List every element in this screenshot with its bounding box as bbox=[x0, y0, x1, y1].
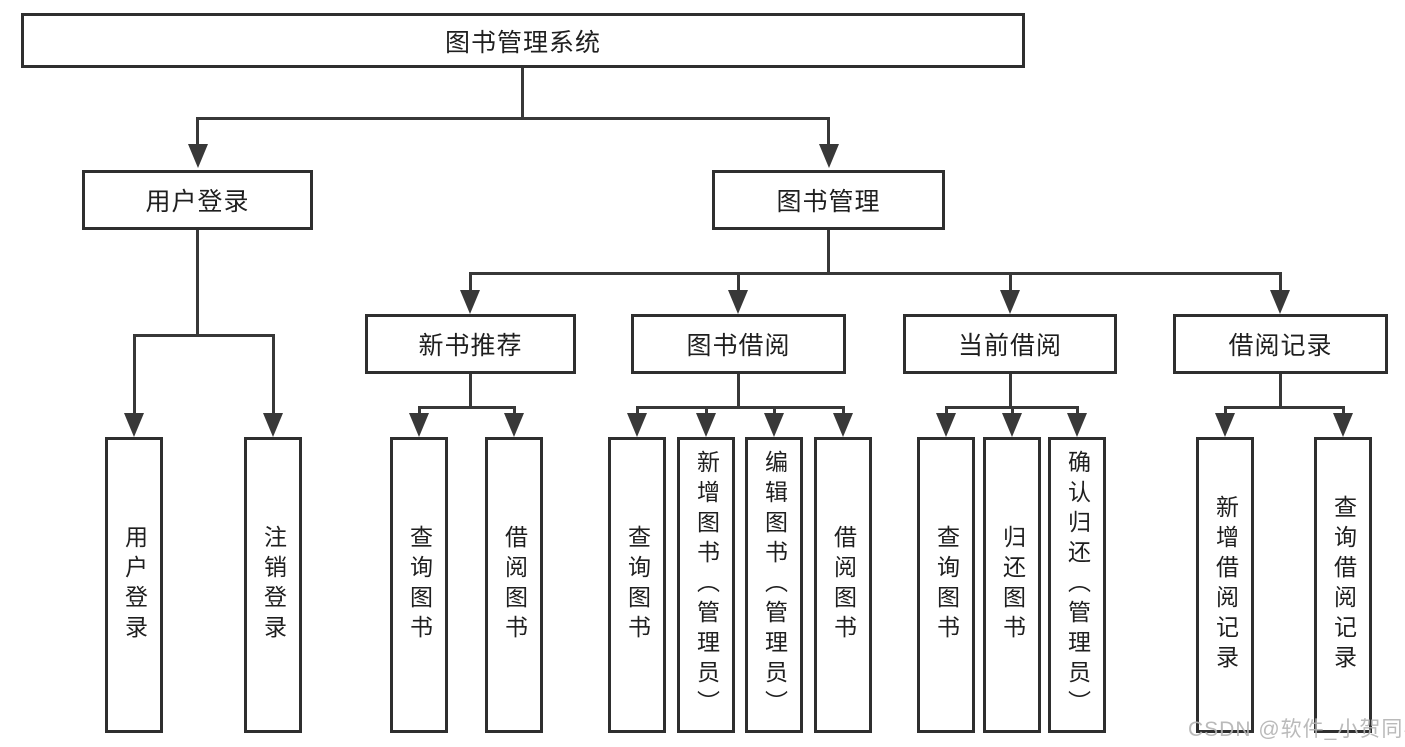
connector-drop-confirm-return bbox=[1076, 406, 1079, 416]
arrowhead-user-login bbox=[188, 144, 208, 168]
leaf-return-book: 归还图书 bbox=[983, 437, 1041, 733]
leaf-query-book-current: 查询图书 bbox=[917, 437, 975, 733]
arrowhead-borrow-book bbox=[833, 413, 853, 437]
connector-drop-leaf-logout bbox=[272, 334, 275, 415]
arrowhead-query-current bbox=[936, 413, 956, 437]
arrowhead-new-book-recommend bbox=[460, 290, 480, 314]
leaf-confirm-return-admin-label: 确认归还（管理员） bbox=[1064, 450, 1091, 720]
arrowhead-book-borrow bbox=[728, 290, 748, 314]
arrowhead-leaf-user-login bbox=[124, 413, 144, 437]
arrowhead-leaf-logout bbox=[263, 413, 283, 437]
connector-new-book-recommend-stem bbox=[469, 374, 472, 409]
connector-drop-add-book bbox=[705, 406, 708, 416]
node-new-book-recommend: 新书推荐 bbox=[365, 314, 576, 374]
connector-borrow-records-crossbar bbox=[1224, 406, 1344, 409]
node-current-borrow: 当前借阅 bbox=[903, 314, 1117, 374]
node-book-borrow: 图书借阅 bbox=[631, 314, 846, 374]
arrowhead-current-borrow bbox=[1000, 290, 1020, 314]
leaf-add-book-admin-label: 新增图书（管理员） bbox=[693, 450, 720, 720]
leaf-user-login: 用户登录 bbox=[105, 437, 163, 733]
leaf-query-book-recommend-label: 查询图书 bbox=[406, 525, 433, 645]
leaf-borrow-book: 借阅图书 bbox=[814, 437, 872, 733]
connector-drop-book-management bbox=[827, 117, 830, 146]
connector-book-management-stem bbox=[827, 230, 830, 274]
connector-drop-query-borrow bbox=[636, 406, 639, 416]
leaf-query-book-borrow: 查询图书 bbox=[608, 437, 666, 733]
node-book-management: 图书管理 bbox=[712, 170, 945, 230]
leaf-query-book-borrow-label: 查询图书 bbox=[624, 525, 651, 645]
connector-drop-query-recommend bbox=[418, 406, 421, 416]
watermark: CSDN @软件_小贺同学 bbox=[1188, 718, 1405, 741]
leaf-borrow-book-label: 借阅图书 bbox=[830, 525, 857, 645]
connector-book-management-crossbar bbox=[469, 272, 1282, 275]
leaf-confirm-return-admin: 确认归还（管理员） bbox=[1048, 437, 1106, 733]
leaf-add-borrow-record-label: 新增借阅记录 bbox=[1212, 495, 1239, 675]
arrowhead-add-book bbox=[696, 413, 716, 437]
leaf-user-login-label: 用户登录 bbox=[121, 525, 148, 645]
leaf-logout-label: 注销登录 bbox=[260, 525, 287, 645]
node-root: 图书管理系统 bbox=[21, 13, 1025, 68]
connector-drop-leaf-user-login bbox=[133, 334, 136, 415]
leaf-borrow-book-recommend-label: 借阅图书 bbox=[501, 525, 528, 645]
connector-borrow-records-stem bbox=[1279, 374, 1282, 409]
node-current-borrow-label: 当前借阅 bbox=[957, 332, 1062, 360]
connector-drop-query-record bbox=[1342, 406, 1345, 416]
arrowhead-query-recommend bbox=[409, 413, 429, 437]
connector-drop-add-record bbox=[1224, 406, 1227, 416]
leaf-add-book-admin: 新增图书（管理员） bbox=[677, 437, 735, 733]
leaf-query-book-recommend: 查询图书 bbox=[390, 437, 448, 733]
connector-root-crossbar bbox=[196, 117, 830, 120]
arrowhead-query-record bbox=[1333, 413, 1353, 437]
arrowhead-borrow-recommend bbox=[504, 413, 524, 437]
connector-new-book-recommend-crossbar bbox=[418, 406, 516, 409]
connector-drop-current-borrow bbox=[1009, 272, 1012, 292]
node-book-management-label: 图书管理 bbox=[776, 188, 881, 216]
leaf-return-book-label: 归还图书 bbox=[999, 525, 1026, 645]
connector-drop-edit-book bbox=[773, 406, 776, 416]
connector-drop-borrow-recommend bbox=[513, 406, 516, 416]
leaf-edit-book-admin: 编辑图书（管理员） bbox=[745, 437, 803, 733]
connector-drop-book-borrow bbox=[737, 272, 740, 292]
arrowhead-borrow-records bbox=[1270, 290, 1290, 314]
arrowhead-edit-book bbox=[764, 413, 784, 437]
connector-user-login-crossbar bbox=[133, 334, 275, 337]
connector-book-borrow-crossbar bbox=[636, 406, 844, 409]
arrowhead-confirm-return bbox=[1067, 413, 1087, 437]
leaf-query-borrow-record-label: 查询借阅记录 bbox=[1330, 495, 1357, 675]
leaf-add-borrow-record: 新增借阅记录 bbox=[1196, 437, 1254, 733]
connector-drop-borrow-records bbox=[1279, 272, 1282, 292]
connector-drop-borrow-book bbox=[842, 406, 845, 416]
connector-root-stem bbox=[521, 68, 524, 119]
node-borrow-records: 借阅记录 bbox=[1173, 314, 1388, 374]
leaf-query-book-current-label: 查询图书 bbox=[933, 525, 960, 645]
node-user-login-label: 用户登录 bbox=[145, 188, 250, 216]
arrowhead-add-record bbox=[1215, 413, 1235, 437]
node-new-book-recommend-label: 新书推荐 bbox=[418, 332, 523, 360]
connector-drop-user-login bbox=[196, 117, 199, 146]
leaf-borrow-book-recommend: 借阅图书 bbox=[485, 437, 543, 733]
arrowhead-return-book bbox=[1002, 413, 1022, 437]
connector-current-borrow-stem bbox=[1009, 374, 1012, 409]
node-root-label: 图书管理系统 bbox=[444, 28, 601, 57]
connector-user-login-stem bbox=[196, 230, 199, 336]
leaf-edit-book-admin-label: 编辑图书（管理员） bbox=[761, 450, 788, 720]
node-borrow-records-label: 借阅记录 bbox=[1228, 332, 1333, 360]
node-user-login: 用户登录 bbox=[82, 170, 313, 230]
connector-drop-return-book bbox=[1011, 406, 1014, 416]
connector-drop-query-current bbox=[945, 406, 948, 416]
leaf-query-borrow-record: 查询借阅记录 bbox=[1314, 437, 1372, 733]
arrowhead-query-borrow bbox=[627, 413, 647, 437]
node-book-borrow-label: 图书借阅 bbox=[686, 332, 791, 360]
connector-drop-new-book-recommend bbox=[469, 272, 472, 292]
leaf-logout: 注销登录 bbox=[244, 437, 302, 733]
connector-book-borrow-stem bbox=[737, 374, 740, 409]
arrowhead-book-management bbox=[819, 144, 839, 168]
